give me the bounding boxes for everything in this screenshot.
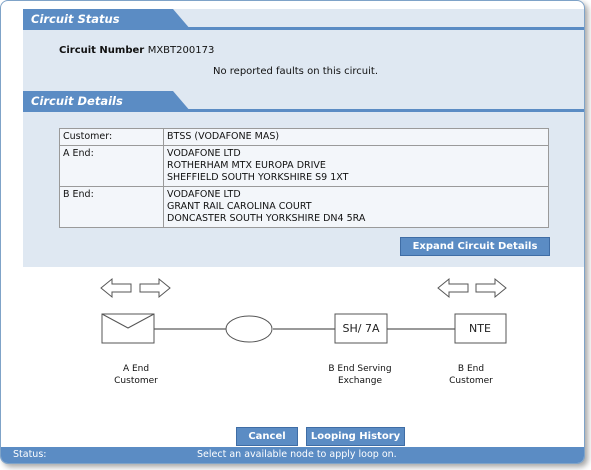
circuit-number-label-text: Circuit Number <box>59 45 145 56</box>
b-end-left-arrow-icon[interactable] <box>437 277 469 299</box>
table-row: A End: VODAFONE LTD ROTHERHAM MTX EUROPA… <box>59 145 549 187</box>
value-line: VODAFONE LTD <box>167 148 241 159</box>
circuit-details-header-bg <box>23 91 584 112</box>
value-line: BTSS (VODAFONE MAS) <box>167 131 280 142</box>
row-label: B End: <box>59 186 164 228</box>
a-end-label-line: Customer <box>114 376 158 386</box>
nte-node-label: NTE <box>469 322 491 335</box>
b-end-customer-label: B End Customer <box>426 363 516 387</box>
circuit-status-header-bg <box>23 9 584 30</box>
status-label: Status: <box>13 449 47 460</box>
a-end-right-arrow-icon[interactable] <box>139 277 171 299</box>
value-line: SHEFFIELD SOUTH YORKSHIRE S9 1XT <box>167 172 349 183</box>
b-serving-label-line: Exchange <box>338 376 382 386</box>
b-serving-label-line: B End Serving <box>328 364 392 374</box>
row-label: A End: <box>59 145 164 187</box>
status-message: Select an available node to apply loop o… <box>197 449 397 460</box>
a-end-customer-label: A End Customer <box>91 363 181 387</box>
a-end-label-line: A End <box>122 364 150 374</box>
value-line: DONCASTER SOUTH YORKSHIRE DN4 5RA <box>167 213 366 224</box>
a-end-customer-node[interactable] <box>101 313 155 344</box>
circuit-details-title: Circuit Details <box>31 94 123 108</box>
b-end-right-arrow-icon[interactable] <box>475 277 507 299</box>
sh-exchange-node-label: SH/ 7A <box>343 322 380 335</box>
circuit-details-panel: Circuit Details Customer: BTSS (VODAFONE… <box>23 91 584 267</box>
row-value: VODAFONE LTD GRANT RAIL CAROLINA COURT D… <box>163 186 549 228</box>
expand-circuit-details-button[interactable]: Expand Circuit Details <box>400 237 550 256</box>
table-row: Customer: BTSS (VODAFONE MAS) <box>59 128 549 146</box>
sh-exchange-node[interactable] <box>334 313 388 344</box>
circuit-details-table: Customer: BTSS (VODAFONE MAS) A End: VOD… <box>59 128 549 228</box>
value-line: VODAFONE LTD <box>167 189 241 200</box>
circuit-number-label: Circuit Number MXBT200173 <box>59 45 214 56</box>
circuit-number-value: MXBT200173 <box>147 45 215 56</box>
circuit-status-title: Circuit Status <box>31 12 120 26</box>
network-cloud-node[interactable] <box>225 315 273 343</box>
row-value: VODAFONE LTD ROTHERHAM MTX EUROPA DRIVE … <box>163 145 549 187</box>
circuit-status-panel: Circuit Status Circuit Number MXBT200173… <box>23 9 584 91</box>
b-end-label-line: B End <box>457 364 485 374</box>
dialog-window: Circuit Status Circuit Number MXBT200173… <box>0 0 585 464</box>
value-line: GRANT RAIL CAROLINA COURT <box>167 201 312 212</box>
table-row: B End: VODAFONE LTD GRANT RAIL CAROLINA … <box>59 186 549 228</box>
value-line: ROTHERHAM MTX EUROPA DRIVE <box>167 160 326 171</box>
cancel-button[interactable]: Cancel <box>236 427 298 446</box>
row-value: BTSS (VODAFONE MAS) <box>163 128 549 146</box>
row-label: Customer: <box>59 128 164 146</box>
b-end-serving-exchange-label: B End Serving Exchange <box>315 363 405 387</box>
looping-history-button[interactable]: Looping History <box>306 427 405 446</box>
b-end-label-line: Customer <box>449 376 493 386</box>
fault-message: No reported faults on this circuit. <box>213 66 379 77</box>
status-bar: Status: Select an available node to appl… <box>1 447 584 463</box>
nte-node[interactable] <box>454 313 507 344</box>
circuit-diagram: SH/ 7A NTE <box>100 277 507 344</box>
a-end-left-arrow-icon[interactable] <box>100 277 132 299</box>
